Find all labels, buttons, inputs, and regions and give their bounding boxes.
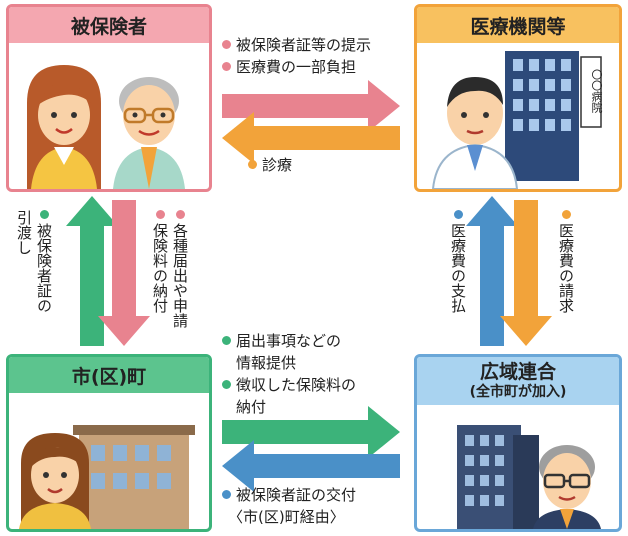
label-down-right: 医療費の請求 <box>556 210 576 340</box>
clerk-office-illustration <box>19 425 195 529</box>
bullet-dot <box>222 40 231 49</box>
label-up-left: 被保険者証の引渡し <box>15 210 53 313</box>
union-title: 広域連合 <box>479 361 556 384</box>
union-subtitle: (全市町が加入) <box>469 383 567 400</box>
arrow-down-left <box>98 200 150 346</box>
union-box: 広域連合 (全市町が加入) <box>414 354 622 532</box>
bullet-dot <box>222 62 231 71</box>
arrow-up-right <box>466 196 518 346</box>
medical-box: 医療機関等 〇〇病院 <box>414 4 622 192</box>
bullet-dot <box>453 210 463 219</box>
bullet-dot <box>561 210 571 219</box>
medical-title: 医療機関等 <box>417 7 619 43</box>
bullet-dot <box>39 210 49 219</box>
municipality-box: 市(区)町 <box>6 354 212 532</box>
label-to-medical: 被保険者証等の提示 医療費の一部負担 <box>222 34 371 78</box>
official-building-illustration <box>457 425 601 529</box>
insured-title: 被保険者 <box>9 7 209 43</box>
bullet-dot <box>248 160 257 169</box>
arrow-to-medical <box>222 80 400 132</box>
arrow-up-left <box>66 196 118 346</box>
insured-couple-illustration <box>27 65 185 189</box>
bullet-dot <box>222 336 231 345</box>
label-up-right: 医療費の支払 <box>448 210 468 340</box>
label-to-union: 届出事項などの 情報提供 徴収した保険料の 納付 <box>222 330 356 418</box>
bullet-dot <box>222 380 231 389</box>
insured-box: 被保険者 <box>6 4 212 192</box>
label-to-municipality: 被保険者証の交付 〈市(区)町経由〉 <box>222 484 356 528</box>
label-to-insured: 診療 <box>248 154 292 176</box>
arrow-to-union <box>222 406 400 458</box>
municipality-title: 市(区)町 <box>9 357 209 393</box>
label-down-left: 各種届出や申請保険料の納付 <box>150 210 190 350</box>
union-header: 広域連合 (全市町が加入) <box>417 357 619 405</box>
doctor-hospital-illustration <box>431 51 602 189</box>
hospital-sign: 〇〇病院 <box>590 69 603 113</box>
bullet-dot <box>175 210 185 219</box>
bullet-dot <box>222 490 231 499</box>
arrow-to-insured <box>222 112 400 164</box>
bullet-dot <box>155 210 165 219</box>
arrow-to-municipality <box>222 440 400 492</box>
arrow-down-right <box>500 200 552 346</box>
